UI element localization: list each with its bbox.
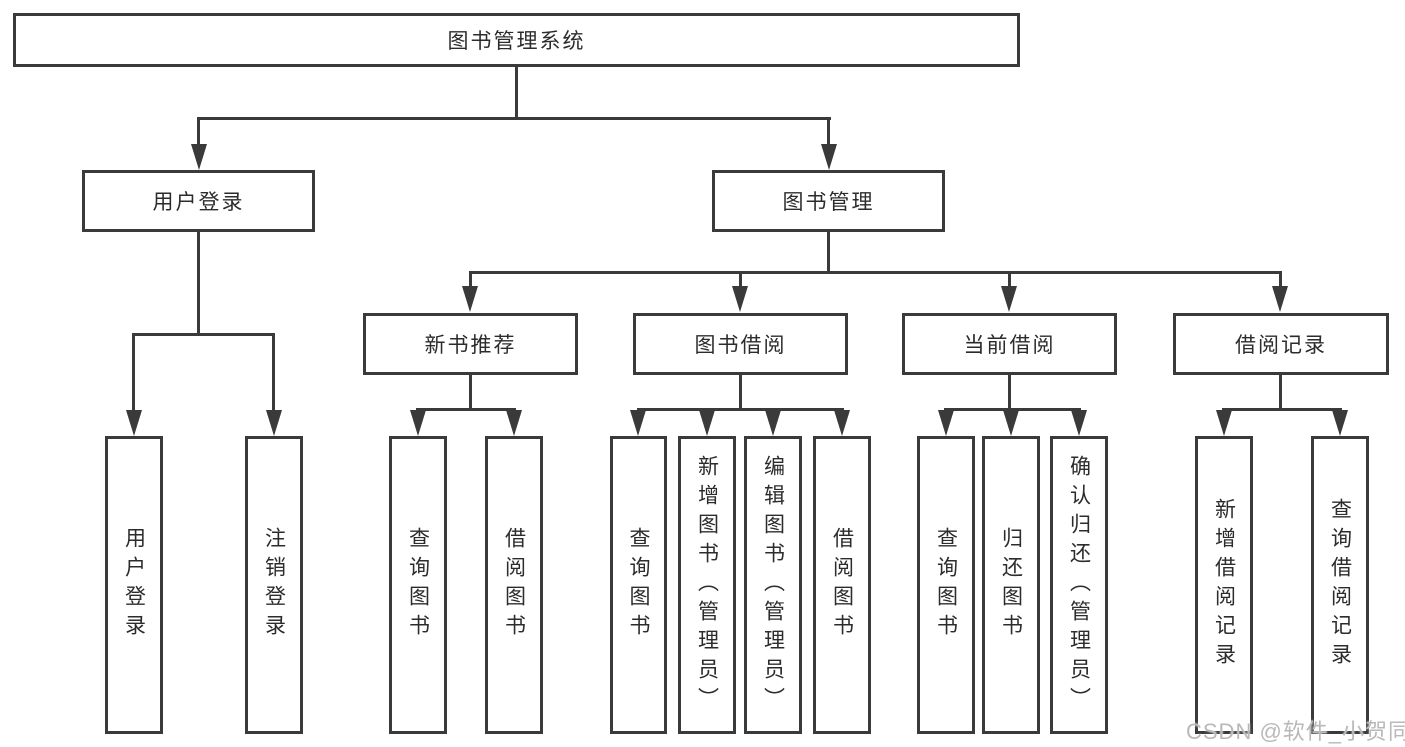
connector-line [469,271,1282,274]
connector-line [1279,271,1282,288]
arrow-down-icon [1003,410,1019,436]
leaf-edit-books-admin: 编辑图书（管理员） [744,436,802,734]
arrow-down-icon [938,410,954,436]
leaf-query-books: 查询图书 [610,436,667,734]
arrow-down-icon [821,144,837,170]
node-book-borrowing: 图书借阅 [633,313,848,375]
connector-line [469,375,472,410]
arrow-down-icon [732,286,748,312]
connector-line [132,333,275,336]
node-borrowing-records: 借阅记录 [1173,313,1389,375]
node-book-management: 图书管理 [712,170,945,232]
arrow-down-icon [1332,410,1348,436]
connector-line [827,117,830,146]
connector-line [827,232,830,273]
leaf-query-books: 查询图书 [389,436,447,734]
arrow-down-icon [1216,410,1232,436]
connector-line [197,117,200,146]
node-user-login: 用户登录 [82,170,315,232]
leaf-borrow-books: 借阅图书 [485,436,543,734]
connector-line [272,333,275,410]
connector-line [1008,375,1011,410]
arrow-down-icon [506,410,522,436]
connector-line [197,232,200,335]
arrow-down-icon [410,410,426,436]
arrow-down-icon [699,410,715,436]
arrow-down-icon [630,410,646,436]
leaf-add-books-admin: 新增图书（管理员） [678,436,736,734]
connector-line [197,117,831,120]
arrow-down-icon [1071,410,1087,436]
arrow-down-icon [1272,286,1288,312]
connector-line [739,271,742,288]
connector-line [1279,375,1282,410]
leaf-query-books: 查询图书 [917,436,975,734]
connector-line [416,408,516,411]
csdn-watermark: CSDN @软件_小贺同学 [1186,719,1405,744]
arrow-down-icon [191,144,207,170]
leaf-borrow-books: 借阅图书 [813,436,871,734]
connector-line [637,408,844,411]
arrow-down-icon [834,410,850,436]
leaf-logout: 注销登录 [245,436,303,734]
connector-line [515,67,518,118]
connector-line [132,333,135,410]
node-current-borrowing: 当前借阅 [902,313,1117,375]
connector-line [739,375,742,410]
connector-line [1008,271,1011,288]
leaf-user-login: 用户登录 [105,436,163,734]
connector-line [944,408,1081,411]
connector-line [469,271,472,288]
connector-line [1222,408,1342,411]
node-new-book-recommend: 新书推荐 [363,313,578,375]
leaf-return-books: 归还图书 [982,436,1040,734]
arrow-down-icon [765,410,781,436]
leaf-confirm-return-admin: 确认归还（管理员） [1050,436,1108,734]
leaf-query-borrow-record: 查询借阅记录 [1311,436,1369,734]
node-library-management-system: 图书管理系统 [13,13,1020,67]
arrow-down-icon [1001,286,1017,312]
arrow-down-icon [126,410,142,436]
arrow-down-icon [266,410,282,436]
leaf-add-borrow-record: 新增借阅记录 [1195,436,1253,734]
arrow-down-icon [462,286,478,312]
